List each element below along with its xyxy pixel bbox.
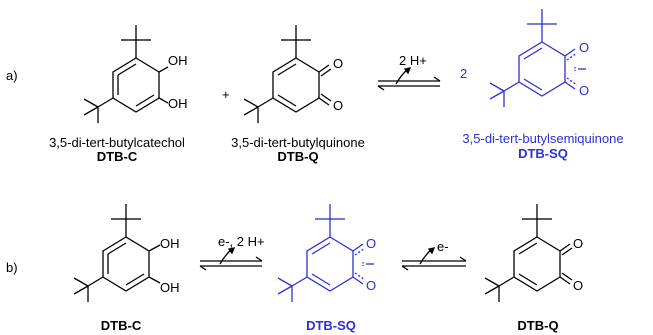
arrow-a-label: 2 H+ xyxy=(399,53,427,68)
equilibrium-arrow-b2 xyxy=(401,247,467,271)
a-quinone-abbr: DTB-Q xyxy=(277,149,318,164)
equilibrium-arrow-b1 xyxy=(199,247,263,271)
molecule-a-catechol xyxy=(83,24,169,124)
a-semiquinone-o-bottom: O xyxy=(579,83,589,98)
a-quinone-name: 3,5-di-tert-butylquinone xyxy=(231,135,365,150)
a-catechol-name: 3,5-di-tert-butylcatechol xyxy=(49,135,185,150)
reaction-b-label: b) xyxy=(6,260,18,275)
reaction-a-label: a) xyxy=(6,68,18,83)
arrow-b1-label: e-, 2 H+ xyxy=(218,234,265,249)
a-catechol-abbr: DTB-C xyxy=(97,149,138,164)
plus-sign: + xyxy=(222,87,230,102)
b-catechol-abbr: DTB-C xyxy=(101,318,142,333)
equilibrium-arrow-a xyxy=(377,67,441,91)
b-semiquinone-o-bottom: O xyxy=(366,278,376,293)
b-quinone-abbr: DTB-Q xyxy=(517,318,558,333)
molecule-b-semiquinone xyxy=(277,203,375,303)
a-catechol-oh-top: OH xyxy=(168,53,188,68)
b-semiquinone-o-top: O xyxy=(366,236,376,251)
a-quinone-o-bottom: O xyxy=(333,98,343,113)
molecule-a-quinone xyxy=(243,24,332,124)
a-quinone-o-top: O xyxy=(333,56,343,71)
molecule-a-semiquinone xyxy=(489,8,587,108)
b-semiquinone-abbr: DTB-SQ xyxy=(306,318,356,333)
molecule-b-catechol xyxy=(73,203,161,303)
b-quinone-o-top: O xyxy=(573,236,583,251)
b-catechol-oh-bottom: OH xyxy=(160,280,180,295)
a-catechol-oh-bottom: OH xyxy=(168,96,188,111)
a-semiquinone-o-top: O xyxy=(579,40,589,55)
coefficient-two: 2 xyxy=(460,66,467,81)
b-catechol-oh-top: OH xyxy=(160,236,180,251)
molecule-b-quinone xyxy=(484,203,573,303)
b-quinone-o-bottom: O xyxy=(573,278,583,293)
a-semiquinone-abbr: DTB-SQ xyxy=(518,146,568,161)
a-semiquinone-name: 3,5-di-tert-butylsemiquinone xyxy=(462,131,623,146)
arrow-b2-label: e- xyxy=(437,239,449,254)
